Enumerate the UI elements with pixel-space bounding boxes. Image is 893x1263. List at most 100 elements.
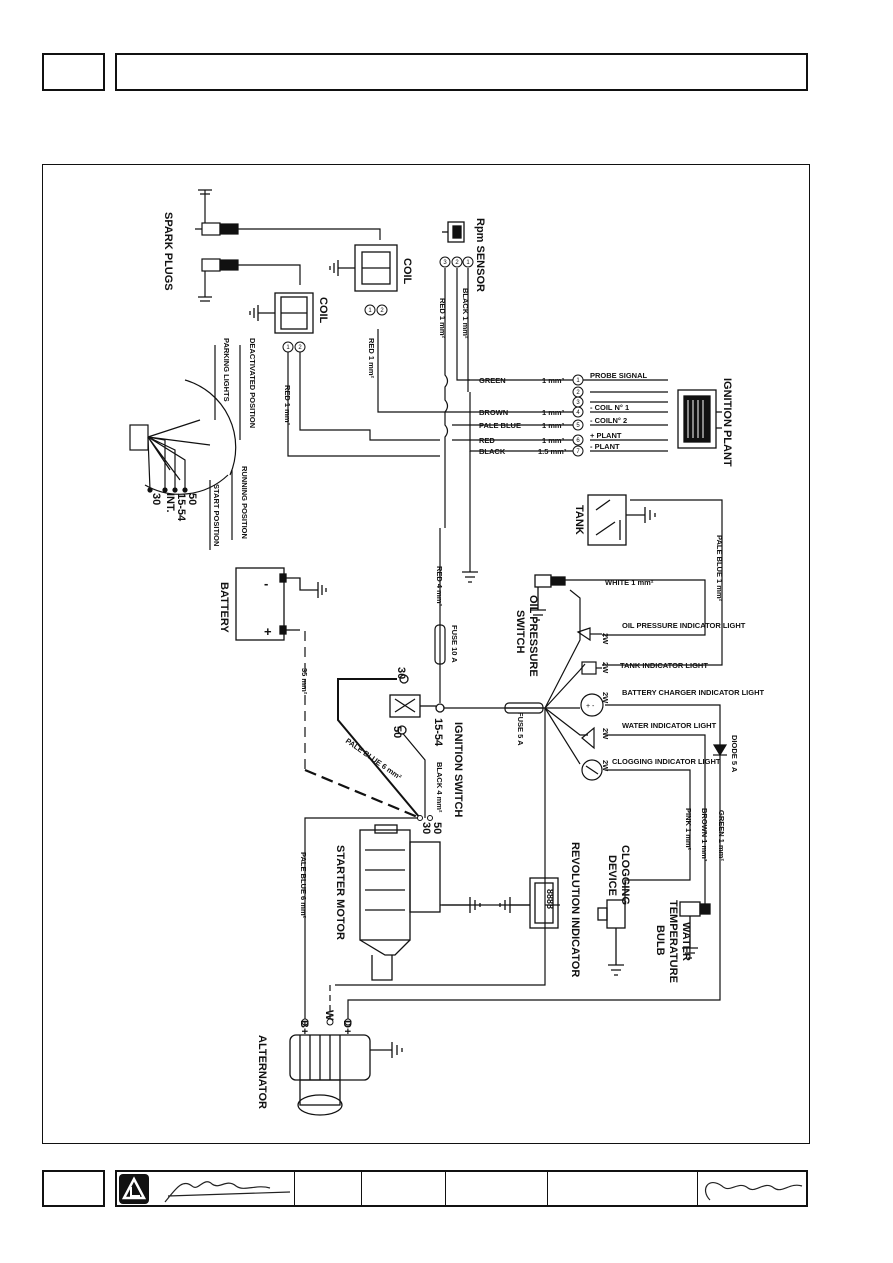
wire-label: PALE BLUE 6 mm² [299, 852, 308, 919]
revolution-display: 8888 [545, 889, 555, 909]
wires [287, 268, 723, 1020]
starter-motor-icon [359, 824, 481, 981]
coil-icon [329, 244, 398, 292]
plant-signal-label: - COILN° 2 [590, 416, 627, 425]
rpm-pin-number: 3 [443, 260, 447, 266]
wire-label: WHITE 1 mm² [605, 578, 654, 587]
indicator-label: TANK INDICATOR LIGHT [620, 661, 708, 670]
indicator-watt: 2W [601, 760, 610, 772]
water-temp-bulb-label: WATER [680, 922, 692, 961]
starter-terminal-50: 50 [431, 822, 443, 834]
plant-signal-label: - PLANT [590, 442, 620, 451]
revolution-indicator-label: REVOLUTION INDICATOR [569, 842, 581, 977]
harness-wire-size: 1.5 mm² [538, 447, 567, 456]
battery-icon [235, 567, 327, 641]
wire-label: PALE BLUE 1 mm² [715, 535, 724, 602]
harness-wire-size: 1 mm² [542, 408, 565, 417]
coil-pin-number: 2 [298, 345, 302, 351]
switch-position-label: RUNNING POSITION [240, 466, 249, 539]
ignition-plant-icon [677, 389, 722, 449]
svg-text:+ -: + - [586, 703, 595, 710]
alternator-terminal-d: D+ [341, 1020, 353, 1034]
harness-wire-size: 1 mm² [542, 436, 565, 445]
wire-label: BROWN 1 mm² [700, 808, 709, 862]
wire-label: BLACK 1 mm² [461, 288, 470, 339]
diagram-frame [42, 164, 810, 1144]
plant-signal-label: + PLANT [590, 431, 622, 440]
wire-label: RED 1 mm² [283, 385, 292, 426]
wire-label: RED 4 mm² [435, 566, 444, 607]
footer-divider [361, 1172, 362, 1205]
rpm-sensor-label: Rpm SENSOR [474, 218, 486, 292]
indicator-label: BATTERY CHARGER INDICATOR LIGHT [622, 688, 765, 697]
starter-motor-label: STARTER MOTOR [334, 845, 346, 940]
alternator-icon [289, 1034, 403, 1116]
wire-label: GREEN 1 mm² [717, 810, 726, 861]
wire-label: FUSE 5 A [516, 712, 525, 746]
footer-page-box [42, 1170, 105, 1207]
alternator-label: ALTERNATOR [256, 1035, 268, 1109]
switch-terminal-30: 30 [395, 667, 407, 679]
switch-position-label: START POSITION [212, 484, 221, 546]
revolution-indicator-icon [499, 877, 559, 929]
rpm-pin-number: 1 [466, 260, 470, 266]
plant-pin-number: 6 [576, 438, 580, 444]
wire-label: RED 1 mm² [367, 338, 376, 379]
alternator-terminal-b: B+ [298, 1020, 310, 1034]
company-logo-icon [119, 1174, 149, 1204]
switch-terminal-label: 30 [150, 493, 162, 505]
switch-terminal-label: 15-54 [175, 493, 187, 522]
footer-divider [294, 1172, 295, 1205]
water-temp-bulb-label: BULB [654, 925, 666, 956]
harness-wire-color: PALE BLUE [479, 421, 521, 430]
ignition-plant-pin-icons [572, 374, 584, 457]
fuse-icon [434, 624, 446, 665]
indicator-watt: 2W [601, 662, 610, 674]
indicator-label: CLOGGING INDICATOR LIGHT [612, 757, 721, 766]
plant-pin-number: 2 [576, 390, 580, 396]
plant-pin-number: 7 [576, 449, 580, 455]
rpm-pin-number: 2 [455, 260, 459, 266]
water-temp-bulb-icon [679, 901, 711, 959]
wire-label: FUSE 10 A [450, 625, 459, 663]
wire-label: PINK 1 mm² [684, 808, 693, 851]
coil-pin-icons [282, 304, 388, 353]
fuse-icon [504, 702, 544, 714]
rpm-sensor-icon [442, 221, 465, 243]
indicator-watt: 2W [601, 692, 610, 704]
plant-pin-number: 1 [576, 378, 580, 384]
ignition-key-switch-icon [129, 345, 241, 550]
battery-plus-icon: + [264, 624, 272, 639]
battery-minus-icon: - [264, 576, 268, 591]
oil-pressure-switch-label: OIL PRESSURE [527, 595, 539, 677]
switch-position-label: DEACTIVATED POSITION [248, 338, 257, 428]
harness-wire-color: BLACK [479, 447, 506, 456]
plant-pin-number: 5 [576, 423, 580, 429]
coil-pin-number: 1 [286, 345, 290, 351]
footer-strip [115, 1170, 808, 1207]
clogging-device-label: DEVICE [606, 855, 618, 896]
coil-pin-number: 2 [380, 308, 384, 314]
coil-icon [249, 292, 314, 334]
diode-icon [712, 744, 728, 757]
signature-left-icon [164, 1181, 291, 1203]
ignition-plant-label: IGNITION PLANT [721, 378, 733, 467]
plant-pin-number: 4 [576, 410, 580, 416]
coil-1-label: COIL [317, 297, 329, 324]
header-title-box [115, 53, 808, 91]
plant-signal-label: - COIL N° 1 [590, 403, 629, 412]
plant-signal-label: PROBE SIGNAL [590, 371, 648, 380]
oil-pressure-switch-label: SWITCH [514, 610, 526, 653]
harness-wire-color: GREEN [479, 376, 506, 385]
header-page-box [42, 53, 105, 91]
switch-terminal-50: 50 [391, 726, 403, 738]
ignition-switch-label: IGNITION SWITCH [452, 722, 464, 817]
indicator-light-icons: + - [576, 627, 604, 781]
oil-pressure-switch-icon [530, 574, 566, 621]
switch-terminal-label: INT. [164, 493, 176, 513]
switch-position-label: PARKING LIGHTS [222, 338, 231, 402]
wire-label: PALE BLUE 6 mm² [344, 736, 404, 782]
indicator-watt: 2W [601, 728, 610, 740]
harness-wire-size: 1 mm² [542, 376, 565, 385]
footer-divider [697, 1172, 698, 1205]
